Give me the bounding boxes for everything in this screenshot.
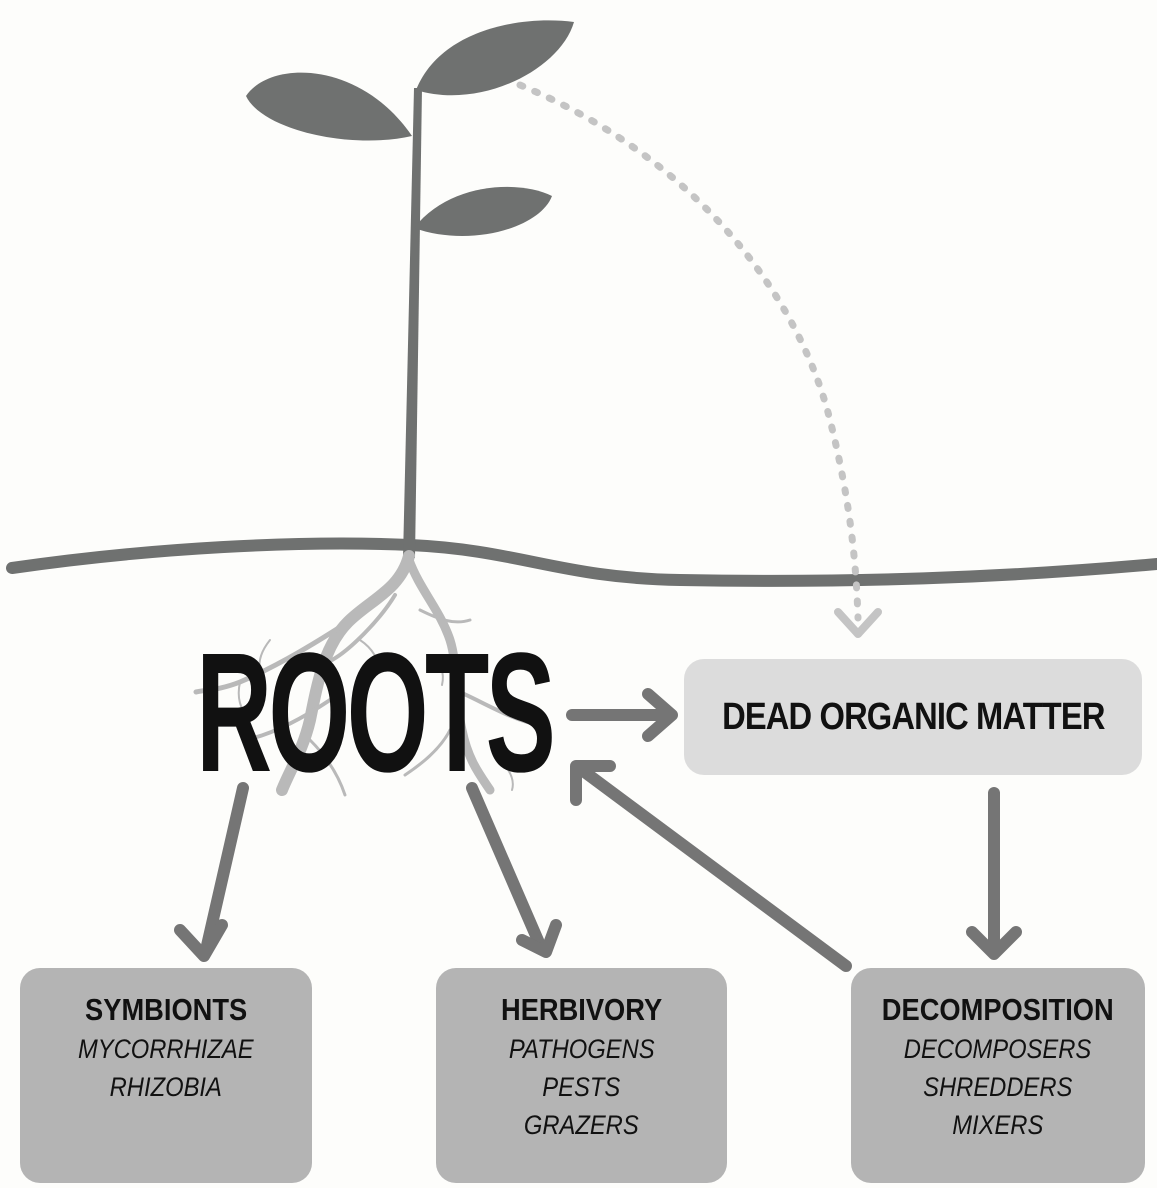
symbionts-title: SYMBIONTS	[84, 992, 248, 1027]
decomposition-box: DECOMPOSITION DECOMPOSERS SHREDDERS MIXE…	[851, 968, 1145, 1183]
arrow-roots-to-dom	[566, 688, 678, 742]
leaf-left	[246, 72, 412, 141]
roots-label: ROOTS	[196, 618, 556, 808]
herbivory-box: HERBIVORY PATHOGENS PESTS GRAZERS	[436, 968, 727, 1183]
herbivory-item: GRAZERS	[524, 1110, 639, 1140]
decomposition-item: SHREDDERS	[923, 1072, 1073, 1102]
leaf-middle	[414, 186, 552, 237]
dead-organic-matter-label: DEAD ORGANIC MATTER	[721, 695, 1105, 738]
herbivory-title: HERBIVORY	[500, 992, 663, 1027]
dotted-arrow-line	[516, 81, 862, 622]
decomposition-item: DECOMPOSERS	[904, 1034, 1092, 1064]
symbionts-item: MYCORRHIZAE	[78, 1034, 254, 1064]
decomposition-item: MIXERS	[952, 1110, 1044, 1140]
arrow-roots-to-herbivory	[466, 782, 562, 958]
ground-line	[6, 537, 1157, 587]
dotted-arrow-head	[834, 608, 882, 638]
arrow-roots-to-symbionts	[174, 782, 249, 962]
herbivory-item: PATHOGENS	[508, 1034, 655, 1064]
leaf-top-right	[416, 20, 574, 96]
arrow-decomposition-to-roots	[570, 760, 852, 972]
flow-arrows	[174, 688, 1022, 972]
symbionts-box: SYMBIONTS MYCORRHIZAE RHIZOBIA	[20, 968, 312, 1183]
herbivory-item: PESTS	[542, 1072, 621, 1102]
arrow-dom-to-decomposition	[966, 787, 1022, 960]
decomposition-title: DECOMPOSITION	[882, 992, 1114, 1027]
root-system	[193, 550, 542, 797]
symbionts-item: RHIZOBIA	[109, 1072, 223, 1102]
plant-stem	[403, 88, 422, 558]
dead-organic-matter-box: DEAD ORGANIC MATTER	[684, 659, 1142, 775]
